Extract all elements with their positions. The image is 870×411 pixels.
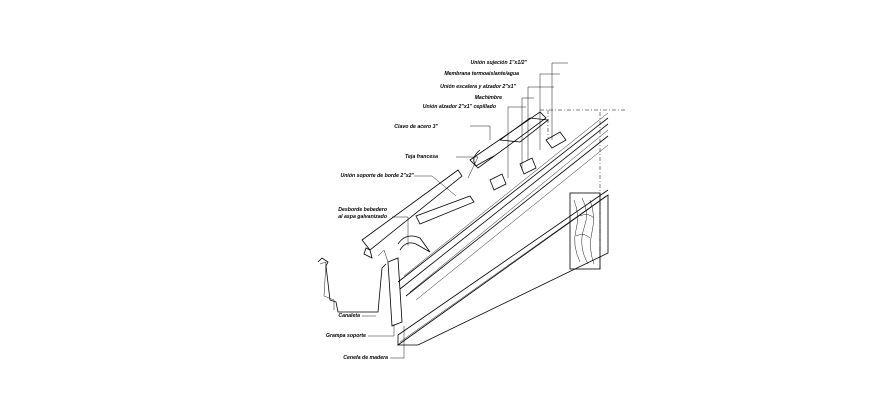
- label-union-soporte: Unión soporte de borde 2"x2": [340, 173, 414, 179]
- label-teja: Teja francesa: [405, 154, 438, 160]
- label-union-escalera: Unión escalera y alzador 2"x1": [440, 84, 516, 90]
- label-union-sujecion: Unión sujeción 1"x1/2": [470, 60, 527, 66]
- rafter-body: [396, 189, 609, 346]
- gutter: [317, 257, 387, 313]
- label-cenefa: Cenefa de madera: [343, 355, 388, 361]
- axis-lines: [540, 109, 625, 270]
- label-membrana: Membrana termoaislante/agua: [444, 71, 519, 77]
- label-machimbre: Machimbre: [475, 95, 503, 101]
- fascia-board: [387, 257, 403, 327]
- label-desborde-sub: al aspa galvanizado: [338, 214, 387, 220]
- annotation-labels: Unión sujeción 1"x1/2" Membrana termoais…: [326, 60, 528, 361]
- label-canaleta: Canaleta: [338, 313, 360, 319]
- label-grampa: Grampa soporte: [326, 333, 366, 339]
- flashing: [377, 235, 431, 263]
- leader-lines: [362, 62, 568, 359]
- label-desborde: Desborde bebedero: [338, 207, 387, 213]
- sheathing-layers: [397, 112, 609, 301]
- label-clavo: Clavo de acero 3": [394, 124, 438, 130]
- roof-tiles: [361, 111, 550, 259]
- label-union-alzador: Unión alzador 2"x1" cepillado: [423, 104, 496, 110]
